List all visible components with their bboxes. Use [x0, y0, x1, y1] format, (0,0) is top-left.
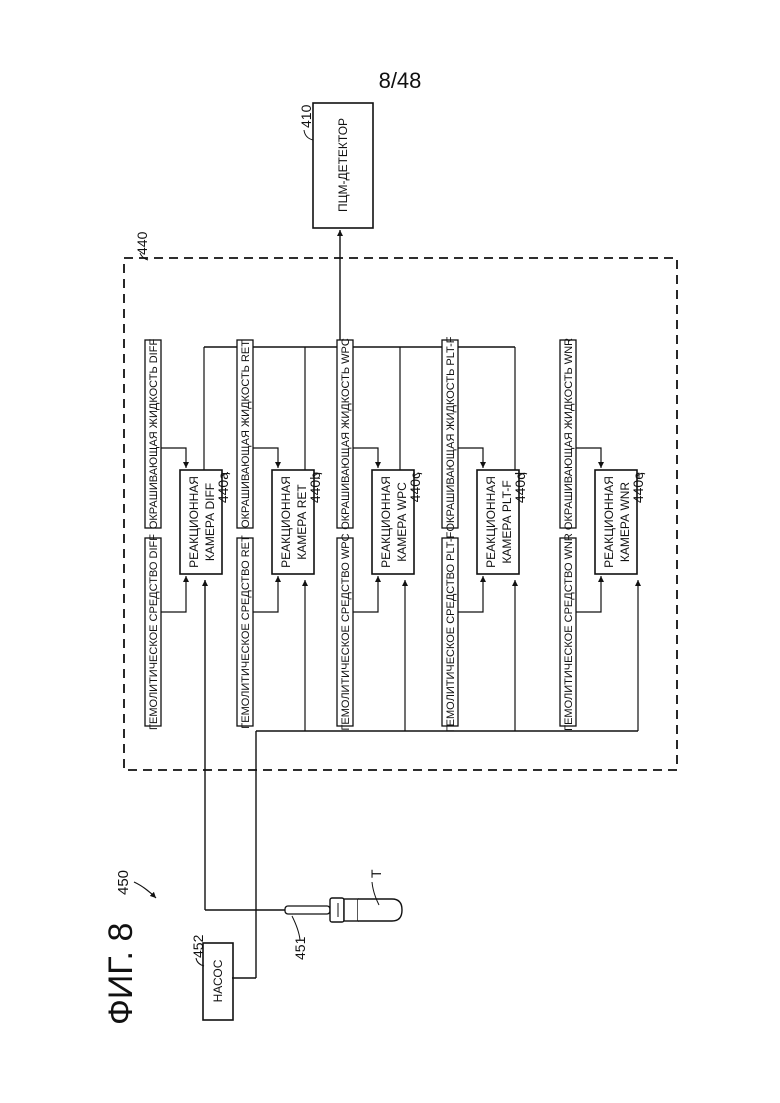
- ref-sample-module: 440: [134, 231, 150, 255]
- hemolytic-agent-label: ГЕМОЛИТИЧЕСКОЕ СРЕДСТВО WNR: [563, 533, 575, 731]
- stain-liquid-label: ОКРАШИВАЮЩАЯ ЖИДКОСТЬ RET: [240, 340, 252, 528]
- ref-detector-leader: [304, 130, 313, 140]
- hemolytic-feed-line: [253, 576, 278, 612]
- hemolytic-feed-line: [576, 576, 601, 612]
- stain-liquid-label: ОКРАШИВАЮЩАЯ ЖИДКОСТЬ WNR: [563, 338, 575, 530]
- stain-liquid-label: ОКРАШИВАЮЩАЯ ЖИДКОСТЬ DIFF: [148, 339, 160, 530]
- stain-liquid-label: ОКРАШИВАЮЩАЯ ЖИДКОСТЬ WPC: [340, 338, 352, 530]
- pump-label: НАСОС: [211, 959, 225, 1002]
- figure-label: ФИГ. 8: [102, 923, 140, 1025]
- ref-nozzle-leader: [292, 916, 300, 940]
- hemolytic-agent-label: ГЕМОЛИТИЧЕСКОЕ СРЕДСТВО PLT-F: [445, 531, 457, 732]
- reaction-chamber-ref: 440c: [407, 472, 423, 502]
- reaction-chamber-label-line1: РЕАКЦИОННАЯ: [279, 476, 293, 568]
- reaction-chamber-label-line1: РЕАКЦИОННАЯ: [484, 476, 498, 568]
- hemolytic-agent-label: ГЕМОЛИТИЧЕСКОЕ СРЕДСТВО WPC: [340, 533, 352, 730]
- reaction-chamber-label-line1: РЕАКЦИОННАЯ: [379, 476, 393, 568]
- nozzle-shape: [285, 906, 330, 914]
- reaction-chamber-ref: 440a: [215, 472, 231, 503]
- ref-detector: 410: [298, 104, 314, 128]
- hemolytic-feed-line: [161, 576, 186, 612]
- stain-liquid-label: ОКРАШИВАЮЩАЯ ЖИДКОСТЬ PLT-F: [445, 336, 457, 531]
- detector-label: ПЦМ-ДЕТЕКТОР: [336, 118, 350, 212]
- stain-feed-line: [253, 448, 278, 468]
- hemolytic-agent-label: ГЕМОЛИТИЧЕСКОЕ СРЕДСТВО RET: [240, 535, 252, 729]
- hemolytic-feed-line: [353, 576, 378, 612]
- stain-feed-line: [576, 448, 601, 468]
- sample-tube-icon: [330, 898, 402, 922]
- reaction-chamber-label-line1: РЕАКЦИОННАЯ: [187, 476, 201, 568]
- ref-pump: 452: [190, 934, 206, 958]
- ref-device-leader: [134, 882, 156, 898]
- stain-feed-line: [458, 448, 483, 468]
- ref-device: 450: [115, 870, 132, 895]
- hemolytic-feed-line: [458, 576, 483, 612]
- reaction-chambers: ГЕМОЛИТИЧЕСКОЕ СРЕДСТВО DIFF ОКРАШИВАЮЩАЯ…: [145, 336, 646, 732]
- ref-tube: T: [368, 869, 384, 878]
- hemolytic-agent-label: ГЕМОЛИТИЧЕСКОЕ СРЕДСТВО DIFF: [148, 534, 160, 730]
- stain-feed-line: [161, 448, 186, 468]
- stain-feed-line: [353, 448, 378, 468]
- reaction-chamber-ref: 440e: [630, 472, 646, 503]
- reaction-chamber-ref: 440b: [307, 472, 323, 503]
- reaction-chamber-ref: 440d: [512, 472, 528, 503]
- page-number: 8/48: [379, 68, 422, 93]
- reaction-chamber-label-line1: РЕАКЦИОННАЯ: [602, 476, 616, 568]
